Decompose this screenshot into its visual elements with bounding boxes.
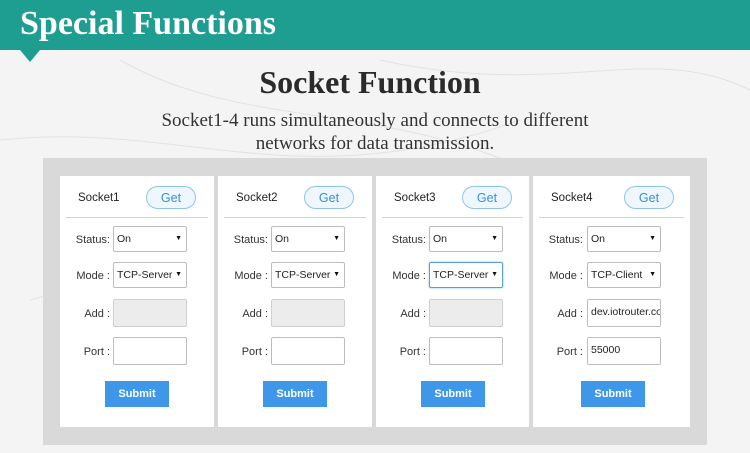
caret-down-icon: ▼ <box>649 235 656 242</box>
add-input[interactable] <box>429 299 503 327</box>
mode-label: Mode : <box>234 270 268 282</box>
add-input[interactable] <box>271 299 345 327</box>
add-label: Add : <box>557 308 583 320</box>
caret-down-icon: ▼ <box>491 235 498 242</box>
description: Socket1-4 runs simultaneously and connec… <box>0 109 750 155</box>
status-select[interactable]: On ▼ <box>271 226 345 252</box>
status-label: Status: <box>75 234 110 246</box>
mode-select[interactable]: TCP-Server ▼ <box>429 262 503 288</box>
banner-notch <box>20 50 40 62</box>
status-value: On <box>117 233 132 245</box>
port-input[interactable] <box>271 337 345 365</box>
port-label: Port : <box>556 346 583 358</box>
submit-button[interactable]: Submit <box>581 381 645 407</box>
status-select[interactable]: On ▼ <box>587 226 661 252</box>
socket-name: Socket1 <box>78 192 120 204</box>
caret-down-icon: ▼ <box>333 235 340 242</box>
get-button[interactable]: Get <box>462 186 512 209</box>
description-line-2: networks for data transmission. <box>255 133 495 154</box>
caret-down-icon: ▼ <box>491 271 498 278</box>
mode-select[interactable]: TCP-Server ▼ <box>113 262 187 288</box>
port-input[interactable] <box>113 337 187 365</box>
status-label: Status: <box>233 234 268 246</box>
panel-divider <box>224 217 366 218</box>
mode-label: Mode : <box>549 270 583 282</box>
socket-panel-3: Socket3 Get Status: On ▼ Mode : TCP-Serv… <box>376 176 529 427</box>
mode-label: Mode : <box>392 270 426 282</box>
port-label: Port : <box>83 346 110 358</box>
status-value: On <box>591 233 606 245</box>
socket-panel-4: Socket4 Get Status: On ▼ Mode : TCP-Clie… <box>533 176 690 427</box>
port-label: Port : <box>241 346 268 358</box>
submit-button[interactable]: Submit <box>105 381 169 407</box>
add-input[interactable]: dev.iotrouter.com <box>587 299 661 327</box>
panel-divider <box>539 217 684 218</box>
socket-panel-1: Socket1 Get Status: On ▼ Mode : TCP-Serv… <box>60 176 214 427</box>
panel-header: Socket3 Get <box>376 176 529 218</box>
mode-value: TCP-Server <box>117 269 173 281</box>
panel-header: Socket4 Get <box>533 176 690 218</box>
get-button[interactable]: Get <box>624 186 674 209</box>
get-button[interactable]: Get <box>304 186 354 209</box>
socket-name: Socket4 <box>551 192 593 204</box>
add-label: Add : <box>242 308 268 320</box>
mode-value: TCP-Server <box>275 269 331 281</box>
add-label: Add : <box>84 308 110 320</box>
status-value: On <box>433 233 448 245</box>
status-label: Status: <box>391 234 426 246</box>
description-line-1: Socket1-4 runs simultaneously and connec… <box>161 110 589 131</box>
port-label: Port : <box>399 346 426 358</box>
status-value: On <box>275 233 290 245</box>
banner: Special Functions <box>0 0 750 50</box>
mode-label: Mode : <box>76 270 110 282</box>
socket-name: Socket3 <box>394 192 436 204</box>
page-title: Socket Function <box>259 64 481 100</box>
submit-button[interactable]: Submit <box>263 381 327 407</box>
caret-down-icon: ▼ <box>333 271 340 278</box>
add-input[interactable] <box>113 299 187 327</box>
mode-value: TCP-Client <box>591 269 643 281</box>
banner-title: Special Functions <box>20 5 276 42</box>
panel-divider <box>66 217 208 218</box>
submit-button[interactable]: Submit <box>421 381 485 407</box>
mode-select[interactable]: TCP-Server ▼ <box>271 262 345 288</box>
caret-down-icon: ▼ <box>649 271 656 278</box>
socket-panel-2: Socket2 Get Status: On ▼ Mode : TCP-Serv… <box>218 176 372 427</box>
panel-header: Socket1 Get <box>60 176 214 218</box>
status-select[interactable]: On ▼ <box>113 226 187 252</box>
mode-value: TCP-Server <box>433 269 489 281</box>
add-label: Add : <box>400 308 426 320</box>
get-button[interactable]: Get <box>146 186 196 209</box>
port-input[interactable] <box>429 337 503 365</box>
status-select[interactable]: On ▼ <box>429 226 503 252</box>
status-label: Status: <box>548 234 583 246</box>
caret-down-icon: ▼ <box>175 235 182 242</box>
panel-divider <box>382 217 523 218</box>
panel-header: Socket2 Get <box>218 176 372 218</box>
socket-name: Socket2 <box>236 192 278 204</box>
mode-select[interactable]: TCP-Client ▼ <box>587 262 661 288</box>
port-input[interactable]: 55000 <box>587 337 661 365</box>
caret-down-icon: ▼ <box>175 271 182 278</box>
